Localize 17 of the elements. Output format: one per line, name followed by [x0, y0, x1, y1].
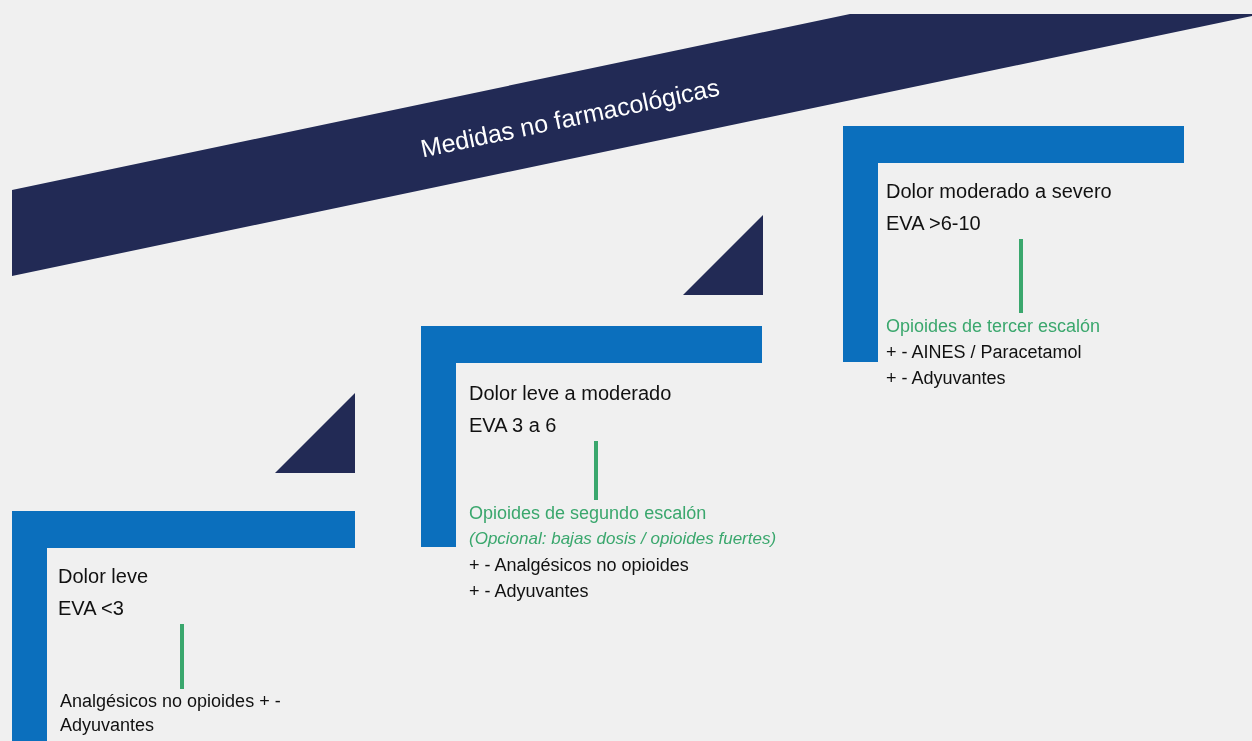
pain-level-label: Dolor moderado a severo — [886, 179, 1113, 204]
treatment-item: + - Adyuvantes — [886, 367, 1007, 390]
treatment-item: + - Adyuvantes — [469, 580, 590, 603]
optional-note: (Opcional: bajas dosis / opioides fuertes) — [469, 528, 778, 550]
connector-line — [180, 624, 184, 689]
connector-line — [594, 441, 598, 500]
pain-level-label: Dolor leve — [58, 564, 150, 589]
eva-score: EVA <3 — [58, 596, 125, 621]
treatment-item: + - AINES / Paracetamol — [886, 341, 1083, 364]
treatment-item: Analgésicos no opioides + - Adyuvantes — [60, 690, 282, 737]
eva-score: EVA >6-10 — [886, 211, 982, 236]
eva-score: EVA 3 a 6 — [469, 413, 558, 438]
pain-level-label: Dolor leve a moderado — [469, 381, 673, 406]
connector-line — [1019, 239, 1023, 313]
treatment-item: + - Analgésicos no opioides — [469, 554, 690, 577]
treatment-heading: Opioides de tercer escalón — [886, 315, 1102, 338]
treatment-heading: Opioides de segundo escalón — [469, 502, 708, 525]
